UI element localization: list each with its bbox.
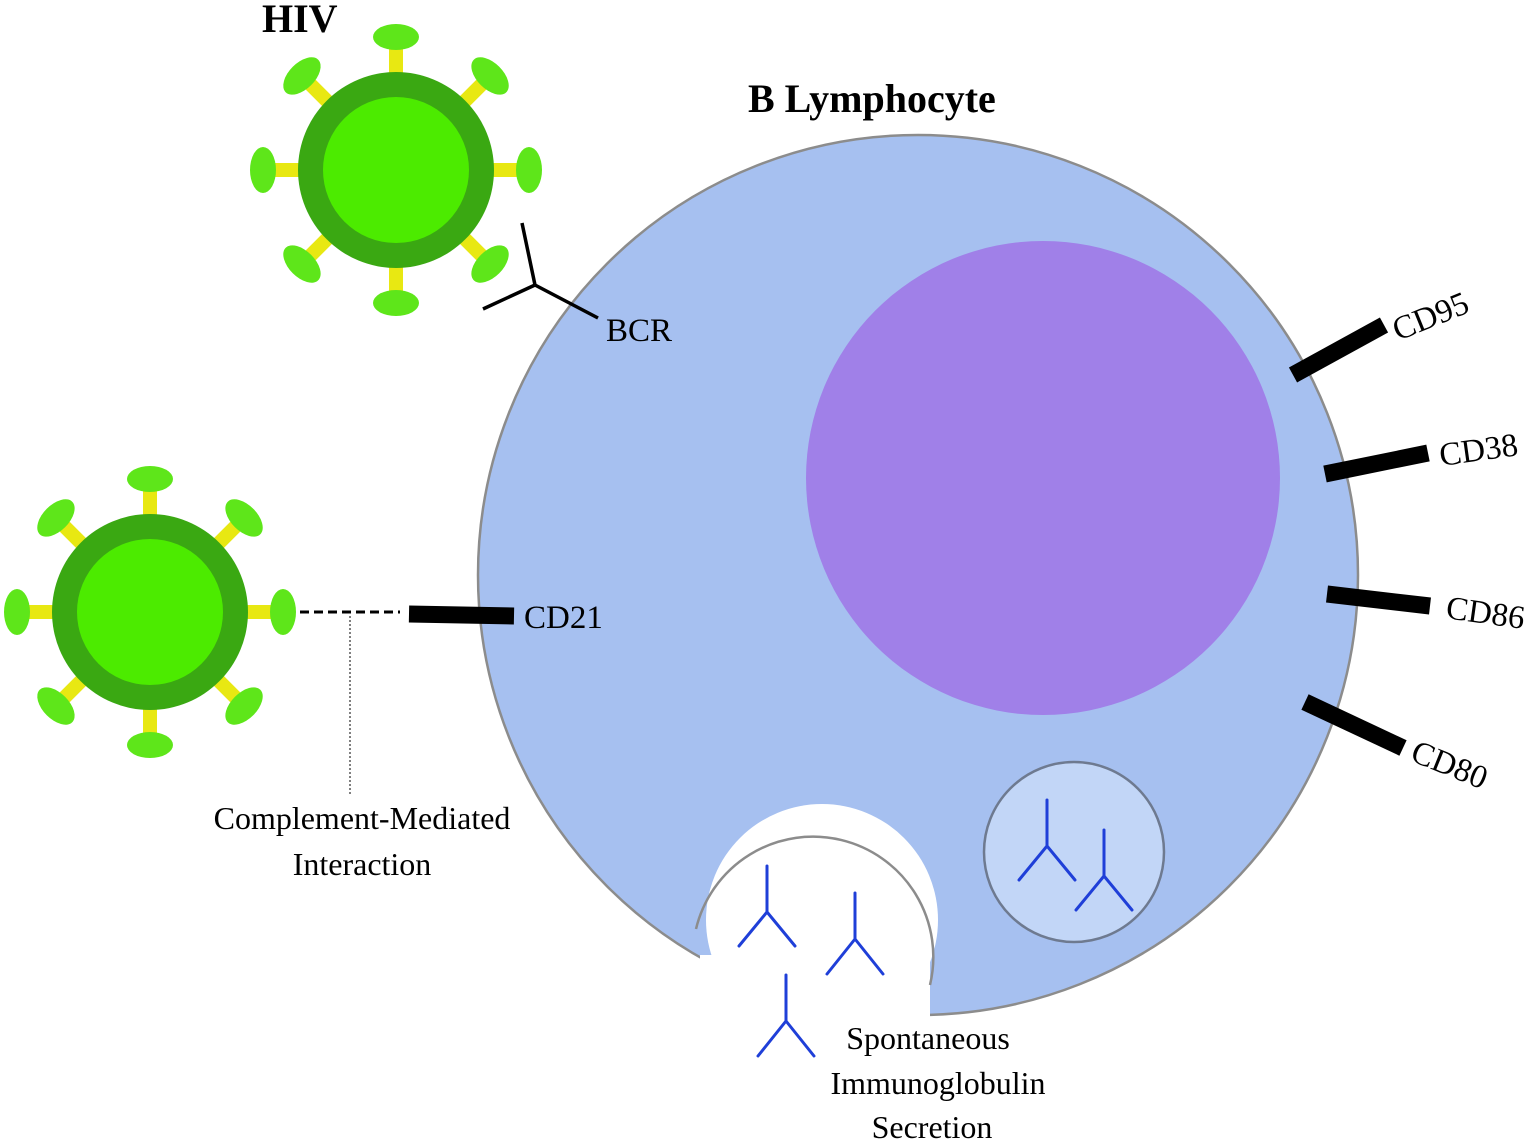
complement-caption-line-1: Complement-Mediated [214,800,511,836]
cd95-label: CD95 [1388,286,1475,349]
hiv-virion-left [4,466,296,758]
cell-title: B Lymphocyte [748,76,996,121]
secretion-opening [700,955,930,1055]
antibodies [737,798,1134,1058]
surface-receptors [408,222,1431,756]
secretion-caption-line-1: Spontaneous [846,1020,1010,1056]
cd86-receptor [1326,585,1431,615]
antibody-icon [737,864,797,948]
antibody-icon [756,973,816,1058]
antibody-icon [1074,828,1134,912]
cd38-receptor [1323,444,1430,483]
secretion-caption-line-3: Secretion [872,1109,993,1144]
secretion-pocket-edge [694,835,935,986]
complement-caption-line-2: Interaction [293,846,432,882]
virus-core [323,97,469,243]
hiv-title: HIV [262,0,338,41]
cd80-label: CD80 [1406,734,1493,797]
bcr-label: BCR [606,313,672,349]
cd21-label: CD21 [524,600,603,636]
complement-connectors [300,610,400,795]
b-lymphocyte-cell [476,133,1360,1055]
cd86-label: CD86 [1444,590,1527,637]
bcr-receptor [482,222,599,320]
virus-spikes [250,24,542,316]
antibody-icon [1017,798,1077,882]
antibody-vesicle [982,760,1166,944]
nucleus [806,241,1280,715]
virus-core [77,539,223,685]
cd21-receptor [408,605,515,625]
hiv-virion-top [250,24,542,316]
antibody-icon [825,891,885,976]
virus-spikes [4,466,296,758]
cd80-receptor [1301,694,1407,756]
secretion-caption-line-2: Immunoglobulin [830,1065,1045,1101]
cd38-label: CD38 [1437,427,1520,474]
cd95-receptor [1288,317,1389,383]
